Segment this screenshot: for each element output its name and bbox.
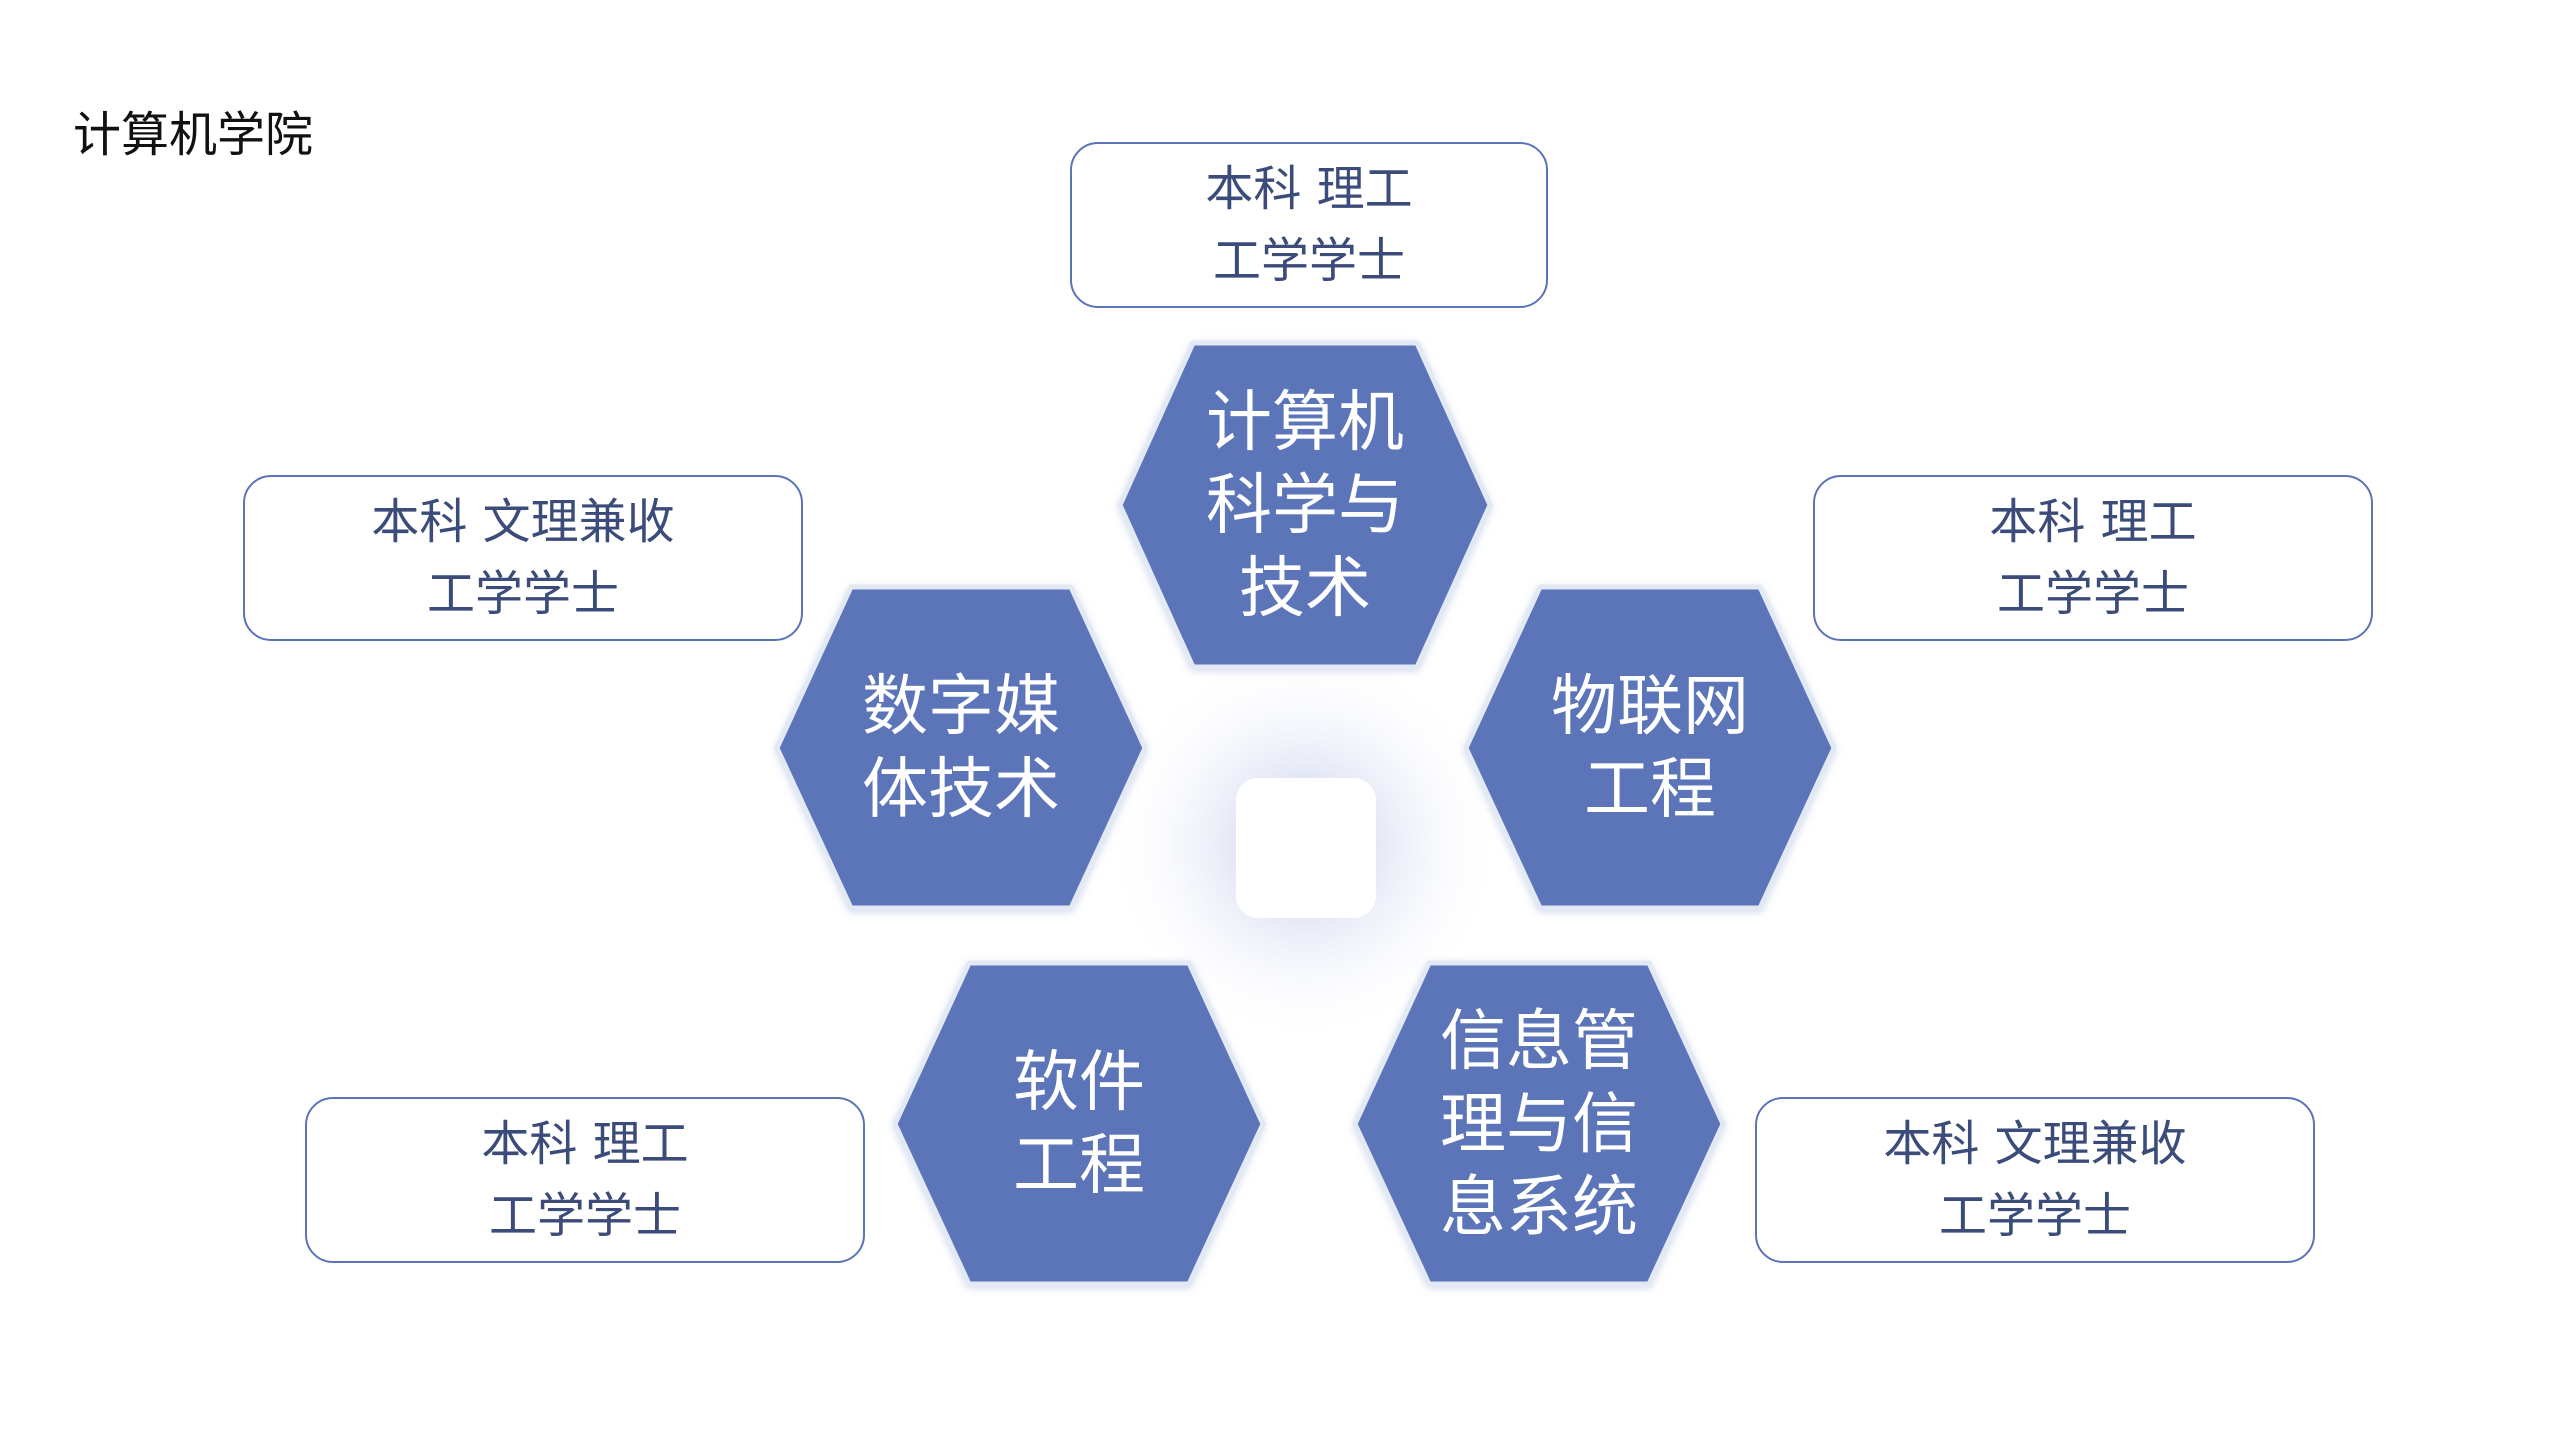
center-square — [1236, 778, 1376, 918]
info-degree-type: 本科 理工 — [1989, 494, 2197, 550]
info-degree-name: 工学学士 — [1938, 1188, 2131, 1244]
page-title: 计算机学院 — [73, 107, 314, 163]
hex-label-line: 数字媒 — [862, 668, 1060, 745]
info-box-info-management: 本科 文理兼收 工学学士 — [1755, 1097, 2315, 1263]
info-box-software: 本科 理工 工学学士 — [305, 1097, 865, 1263]
hex-iot — [1463, 584, 1837, 911]
hex-computer-science — [1117, 340, 1493, 670]
hex-label-line: 工程 — [1584, 751, 1716, 828]
hex-digital-media — [774, 584, 1148, 911]
info-degree-name: 工学学士 — [426, 566, 619, 622]
hex-label-line: 计算机 — [1206, 384, 1404, 461]
info-degree-name: 工学学士 — [1996, 566, 2189, 622]
hex-label-line: 信息管 — [1440, 1003, 1638, 1080]
hex-label-line: 物联网 — [1551, 668, 1749, 745]
hex-label-line: 体技术 — [862, 751, 1060, 828]
info-degree-type: 本科 理工 — [481, 1116, 689, 1172]
hex-label-line: 软件 — [1013, 1044, 1145, 1121]
info-degree-type: 本科 文理兼收 — [371, 494, 675, 550]
info-box-iot: 本科 理工 工学学士 — [1813, 475, 2373, 641]
info-degree-name: 工学学士 — [1212, 233, 1405, 289]
hex-label-line: 工程 — [1013, 1127, 1145, 1204]
hex-info-management — [1352, 960, 1726, 1287]
hex-label-line: 技术 — [1239, 550, 1371, 627]
info-box-computer-science: 本科 理工 工学学士 — [1070, 142, 1548, 308]
hex-label-line: 理与信 — [1440, 1086, 1638, 1163]
info-degree-type: 本科 文理兼收 — [1883, 1116, 2187, 1172]
info-degree-name: 工学学士 — [488, 1188, 681, 1244]
hex-label-line: 息系统 — [1440, 1169, 1638, 1246]
info-box-digital-media: 本科 文理兼收 工学学士 — [243, 475, 803, 641]
hex-label-line: 科学与 — [1206, 467, 1404, 544]
info-degree-type: 本科 理工 — [1205, 161, 1413, 217]
hex-software — [892, 960, 1266, 1287]
